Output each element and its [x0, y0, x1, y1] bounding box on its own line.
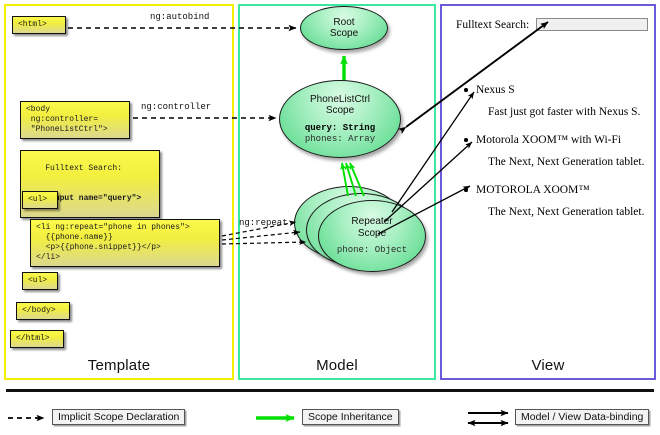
- scope-phonelistctrl-prop1-key: query:: [304, 122, 338, 133]
- view-item-name: MOTOROLA XOOM™: [476, 184, 590, 196]
- legend-label-implicit-scope-declaration: Implicit Scope Declaration: [52, 409, 186, 425]
- legend-separator: [6, 389, 654, 392]
- scope-phonelistctrl: PhoneListCtrl Scope query: String phones…: [279, 80, 401, 158]
- list-bullet-icon: [464, 138, 468, 142]
- column-label-view: View: [531, 357, 565, 374]
- view-search-label: Fulltext Search:: [456, 18, 530, 31]
- list-bullet-icon: [464, 88, 468, 92]
- scope-repeater: Repeater Scope phone: Object: [318, 200, 426, 272]
- fulltext-search-label: Fulltext Search:: [45, 164, 123, 173]
- scope-phonelistctrl-prop2-key: phones:: [304, 133, 343, 144]
- scope-repeater-prop1-value: Object: [374, 245, 408, 255]
- scope-repeater-title-2: Scope: [357, 227, 387, 239]
- view-list-item: Nexus S: [464, 84, 515, 96]
- code-box-ul-close: <ul>: [22, 272, 58, 290]
- fulltext-search-input-tag: <input name="query">: [45, 194, 142, 203]
- scope-phonelistctrl-title-2: Scope: [325, 105, 355, 116]
- legend-label-scope-inheritance: Scope Inheritance: [302, 409, 399, 425]
- scope-phonelistctrl-prop2-value: Array: [348, 133, 376, 144]
- column-label-model: Model: [316, 357, 358, 374]
- legend-label-model-view-data-binding: Model / View Data-binding: [515, 409, 650, 425]
- scope-root-title-2: Scope: [329, 28, 359, 39]
- edge-label-ng-controller: ng:controller: [141, 102, 212, 112]
- scope-root: Root Scope: [300, 6, 388, 50]
- scope-phonelistctrl-title-1: PhoneListCtrl: [309, 93, 371, 105]
- column-label-template: Template: [87, 357, 151, 374]
- code-box-li-repeat: <li ng:repeat="phone in phones"> {{phone…: [30, 219, 220, 267]
- column-view: Fulltext Search: Nexus S Fast just got f…: [440, 4, 656, 380]
- legend: Implicit Scope Declaration Scope Inherit…: [0, 400, 660, 434]
- legend-item-model-view-data-binding: Model / View Data-binding: [515, 409, 650, 425]
- view-item-snippet: Fast just got faster with Nexus S.: [488, 106, 641, 118]
- scope-repeater-title-1: Repeater: [351, 216, 393, 227]
- code-box-body-controller: <body ng:controller= "PhoneListCtrl">: [20, 101, 130, 139]
- scope-root-title-1: Root: [333, 16, 355, 28]
- view-item-snippet: The Next, Next Generation tablet.: [488, 156, 645, 168]
- edge-label-ng-repeat: ng:repeat: [239, 218, 288, 228]
- code-box-html-open: <html>: [12, 16, 66, 34]
- view-list-item: MOTOROLA XOOM™: [464, 184, 590, 196]
- scope-repeater-prop1-key: phone:: [336, 245, 370, 255]
- code-box-body-close: </body>: [16, 302, 70, 320]
- view-search-input[interactable]: [536, 18, 649, 31]
- view-item-name: Motorola XOOM™ with Wi-Fi: [476, 134, 622, 146]
- legend-item-implicit-scope-declaration: Implicit Scope Declaration: [52, 409, 186, 425]
- view-rendered-output: Fulltext Search: Nexus S Fast just got f…: [442, 6, 654, 378]
- view-item-snippet: The Next, Next Generation tablet.: [488, 206, 645, 218]
- legend-item-scope-inheritance: Scope Inheritance: [302, 409, 399, 425]
- edge-label-ng-autobind: ng:autobind: [150, 12, 210, 22]
- scope-phonelistctrl-prop1-value: String: [342, 122, 376, 133]
- code-box-ul-open: <ul>: [22, 191, 58, 209]
- view-list-item: Motorola XOOM™ with Wi-Fi: [464, 134, 622, 146]
- view-item-name: Nexus S: [476, 84, 515, 96]
- list-bullet-icon: [464, 188, 468, 192]
- code-box-html-close: </html>: [10, 330, 64, 348]
- view-search-row: Fulltext Search:: [456, 18, 649, 31]
